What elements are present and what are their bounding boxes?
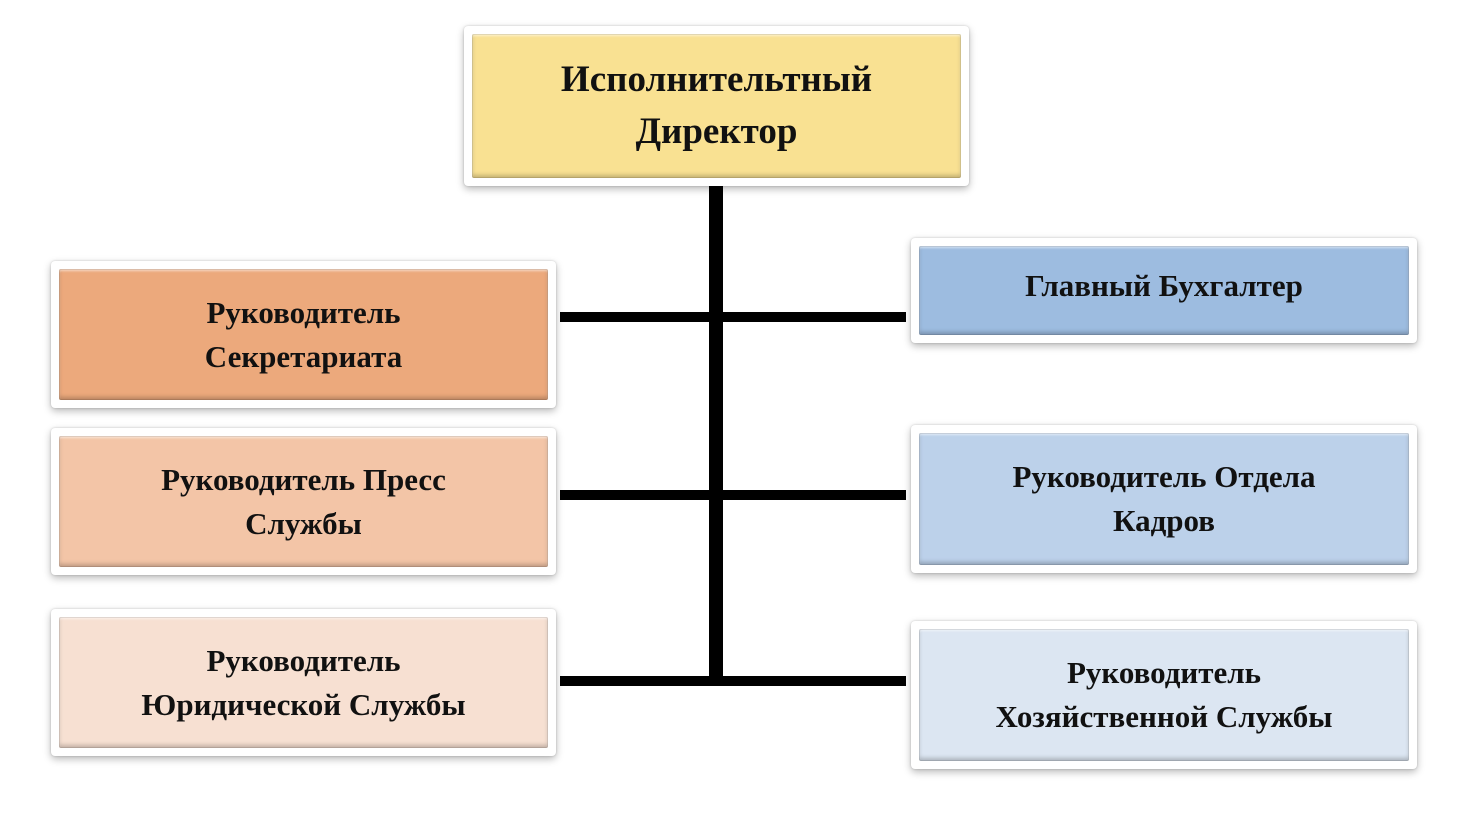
connector-line-3 xyxy=(560,676,906,686)
left-box-1-label: Руководитель Секретариата xyxy=(204,294,403,374)
right-box-1-label: Главный Бухгалтер xyxy=(1025,268,1303,303)
right-box-2: Руководитель Отдела Кадров xyxy=(911,425,1417,573)
right-box-3: Руководитель Хозяйственной Службы xyxy=(911,621,1417,769)
left-box-3-label: Руководитель Юридической Службы xyxy=(141,642,466,722)
root-box-fill: Исполнительтный Директор xyxy=(472,34,961,178)
left-box-2: Руководитель Пресс Службы xyxy=(51,428,556,575)
right-box-3-label: Руководитель Хозяйственной Службы xyxy=(995,655,1333,734)
left-box-3-fill: Руководитель Юридической Службы xyxy=(59,617,548,748)
left-box-2-label: Руководитель Пресс Службы xyxy=(161,461,446,541)
trunk-line xyxy=(709,178,723,684)
left-box-2-fill: Руководитель Пресс Службы xyxy=(59,436,548,567)
left-box-1: Руководитель Секретариата xyxy=(51,261,556,408)
right-box-2-fill: Руководитель Отдела Кадров xyxy=(919,433,1409,565)
right-box-2-label: Руководитель Отдела Кадров xyxy=(1012,459,1316,538)
connector-line-1 xyxy=(560,312,906,322)
root-box: Исполнительтный Директор xyxy=(464,26,969,186)
left-box-1-fill: Руководитель Секретариата xyxy=(59,269,548,400)
connector-line-2 xyxy=(560,490,906,500)
left-box-3: Руководитель Юридической Службы xyxy=(51,609,556,756)
right-box-1: Главный Бухгалтер xyxy=(911,238,1417,343)
right-box-3-fill: Руководитель Хозяйственной Службы xyxy=(919,629,1409,761)
right-box-1-fill: Главный Бухгалтер xyxy=(919,246,1409,335)
root-label: Исполнительтный Директор xyxy=(560,59,873,152)
